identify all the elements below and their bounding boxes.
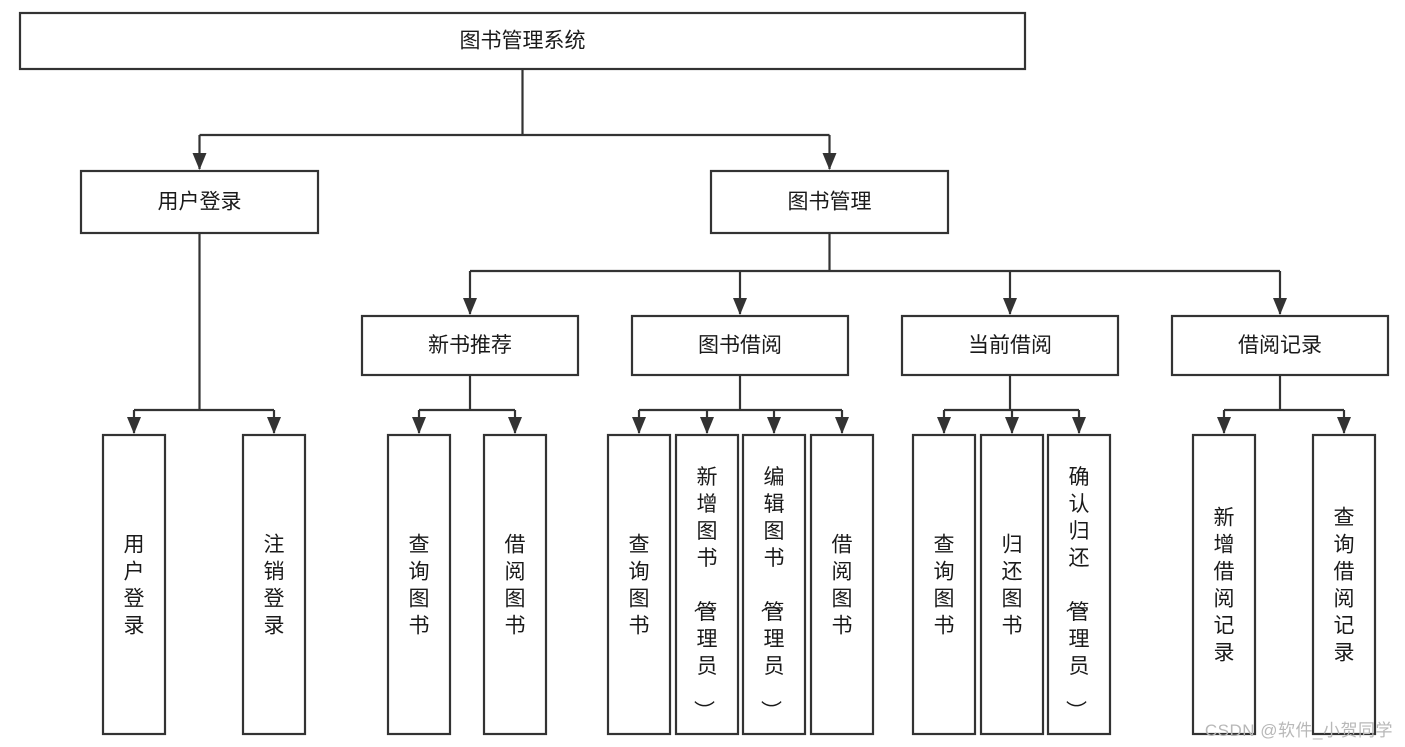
node-label: 当前借阅 xyxy=(968,334,1052,357)
node-label: 新增图书（管理员） xyxy=(692,466,718,721)
arrow-head-icon xyxy=(412,417,426,434)
node-label: 用户登录 xyxy=(158,191,242,214)
node-label: 图书管理 xyxy=(788,191,872,214)
node-root-book-management-system[interactable]: 图书管理系统 xyxy=(18,11,1027,71)
arrow-head-icon xyxy=(767,417,781,434)
node-label: 新增借阅记录 xyxy=(1214,507,1235,665)
arrow-head-icon xyxy=(192,153,207,170)
arrow-head-icon xyxy=(127,417,141,434)
node-label: 确认归还（管理员） xyxy=(1064,466,1090,721)
node-leaf-0[interactable]: 用户登录 xyxy=(101,433,167,736)
node-label: 用户登录 xyxy=(124,534,145,638)
node-leaf-1[interactable]: 注销登录 xyxy=(241,433,307,736)
node-leaf-9[interactable]: 归还图书 xyxy=(979,433,1045,736)
arrow-head-icon xyxy=(1273,298,1287,315)
arrow-head-icon xyxy=(1217,417,1231,434)
node-label: 借阅图书 xyxy=(832,534,853,638)
node-level2-0[interactable]: 用户登录 xyxy=(79,169,320,235)
arrow-head-icon xyxy=(463,298,477,315)
node-leaf-5[interactable]: 新增图书（管理员） xyxy=(674,433,740,736)
node-label: 查询图书 xyxy=(934,534,955,638)
node-label: 注销登录 xyxy=(264,534,285,638)
node-leaf-4[interactable]: 查询图书 xyxy=(606,433,672,736)
node-level3-3[interactable]: 借阅记录 xyxy=(1170,314,1390,377)
arrow-head-icon xyxy=(508,417,522,434)
node-label: 查询图书 xyxy=(629,534,650,638)
arrow-head-icon xyxy=(700,417,714,434)
node-label: 归还图书 xyxy=(1002,534,1023,638)
node-label: 查询图书 xyxy=(409,534,430,638)
node-leaf-3[interactable]: 借阅图书 xyxy=(482,433,548,736)
node-label: 编辑图书（管理员） xyxy=(759,466,785,721)
node-label: 借阅图书 xyxy=(505,534,526,638)
arrow-head-icon xyxy=(1005,417,1019,434)
node-label: 查询借阅记录 xyxy=(1334,507,1355,665)
node-label: 新书推荐 xyxy=(428,334,512,357)
arrow-head-icon xyxy=(733,298,747,315)
node-level3-2[interactable]: 当前借阅 xyxy=(900,314,1120,377)
arrow-head-icon xyxy=(267,417,281,434)
node-label: 借阅记录 xyxy=(1238,334,1322,357)
node-leaf-12[interactable]: 查询借阅记录 xyxy=(1311,433,1377,736)
arrow-head-icon xyxy=(937,417,951,434)
node-leaf-8[interactable]: 查询图书 xyxy=(911,433,977,736)
node-level2-1[interactable]: 图书管理 xyxy=(709,169,950,235)
node-label: 图书管理系统 xyxy=(460,30,586,53)
arrow-head-icon xyxy=(1072,417,1086,434)
node-leaf-6[interactable]: 编辑图书（管理员） xyxy=(741,433,807,736)
arrow-head-icon xyxy=(1003,298,1017,315)
node-leaf-11[interactable]: 新增借阅记录 xyxy=(1191,433,1257,736)
arrow-head-icon xyxy=(632,417,646,434)
node-level3-0[interactable]: 新书推荐 xyxy=(360,314,580,377)
node-label: 图书借阅 xyxy=(698,334,782,357)
node-leaf-2[interactable]: 查询图书 xyxy=(386,433,452,736)
arrow-head-icon xyxy=(1337,417,1351,434)
arrow-head-icon xyxy=(822,153,837,170)
node-leaf-7[interactable]: 借阅图书 xyxy=(809,433,875,736)
arrow-head-icon xyxy=(835,417,849,434)
node-level3-1[interactable]: 图书借阅 xyxy=(630,314,850,377)
node-leaf-10[interactable]: 确认归还（管理员） xyxy=(1046,433,1112,736)
